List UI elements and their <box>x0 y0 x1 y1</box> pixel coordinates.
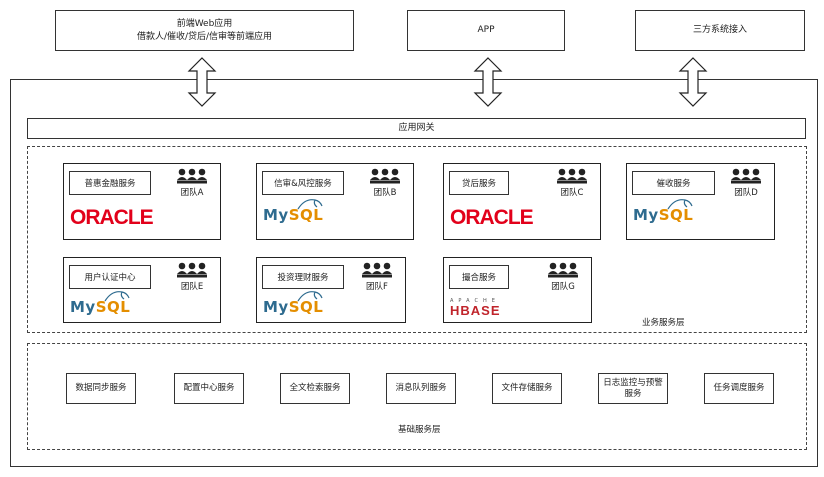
service-name-box: 用户认证中心 <box>69 265 151 289</box>
service-name-box: 普惠金融服务 <box>69 171 151 195</box>
team-label: 团队E <box>180 282 204 292</box>
base-service-box: 配置中心服务 <box>174 373 244 404</box>
service-card: 贷后服务团队C ORACLE <box>443 163 601 240</box>
team-icon <box>177 262 207 278</box>
team-icon <box>177 168 207 184</box>
double-arrow-icon <box>473 57 503 107</box>
service-card: 普惠金融服务团队A ORACLE <box>63 163 221 240</box>
app-box: APP <box>407 10 565 51</box>
team-badge: 团队E <box>172 262 212 292</box>
business-layer <box>27 146 807 333</box>
database-logo-slot: ORACLE <box>70 206 154 230</box>
base-layer-label: 基础服务层 <box>398 425 441 435</box>
team-label: 团队D <box>734 188 758 198</box>
service-name-box: 信审&风控服务 <box>262 171 344 195</box>
base-service-box: 全文检索服务 <box>280 373 350 404</box>
service-name-box: 投资理财服务 <box>262 265 344 289</box>
database-logo-slot: ORACLE <box>450 206 534 230</box>
team-label: 团队C <box>560 188 584 198</box>
mysql-logo: MySQL <box>263 199 323 224</box>
team-label: 团队A <box>180 188 204 198</box>
oracle-logo: ORACLE <box>450 206 534 229</box>
team-label: 团队F <box>366 282 388 292</box>
mysql-logo: MySQL <box>263 291 323 316</box>
business-layer-label: 业务服务层 <box>642 318 685 328</box>
team-badge: 团队C <box>552 168 592 198</box>
mysql-logo: MySQL <box>70 291 130 316</box>
base-layer <box>27 343 807 450</box>
oracle-logo: ORACLE <box>70 206 154 229</box>
frontend-web-subtitle: 借款人/催收/贷后/信审等前端应用 <box>136 31 273 42</box>
service-card: 催收服务团队D MySQL <box>626 163 775 240</box>
team-icon <box>731 168 761 184</box>
database-logo-slot: MySQL <box>263 199 323 224</box>
mysql-logo: MySQL <box>633 199 693 224</box>
third-party-label: 三方系统接入 <box>692 25 747 35</box>
team-badge: 团队B <box>365 168 405 198</box>
gateway-bar: 应用网关 <box>27 118 806 139</box>
database-logo-slot: MySQL <box>263 291 323 316</box>
service-name-box: 贷后服务 <box>449 171 509 195</box>
service-name-box: 催收服务 <box>632 171 715 195</box>
gateway-label: 应用网关 <box>398 123 435 133</box>
database-logo-slot: MySQL <box>70 291 130 316</box>
team-icon <box>362 262 392 278</box>
database-logo-slot: MySQL <box>633 199 693 224</box>
team-badge: 团队A <box>172 168 212 198</box>
outer-frame <box>10 79 818 467</box>
service-card: 投资理财服务团队F MySQL <box>256 257 406 323</box>
double-arrow-icon <box>678 57 708 107</box>
base-service-box: 数据同步服务 <box>66 373 136 404</box>
team-badge: 团队G <box>543 262 583 292</box>
team-label: 团队B <box>373 188 397 198</box>
team-icon <box>370 168 400 184</box>
team-badge: 团队F <box>357 262 397 292</box>
base-service-box: 日志监控与预警服务 <box>598 373 668 404</box>
base-service-box: 消息队列服务 <box>386 373 456 404</box>
service-name-box: 撮合服务 <box>449 265 509 289</box>
app-label: APP <box>477 25 495 35</box>
base-service-box: 文件存储服务 <box>492 373 562 404</box>
third-party-box: 三方系统接入 <box>635 10 805 51</box>
team-icon <box>557 168 587 184</box>
frontend-web-title: 前端Web应用 <box>176 18 233 29</box>
base-service-box: 任务调度服务 <box>704 373 774 404</box>
service-card: 信审&风控服务团队B MySQL <box>256 163 414 240</box>
double-arrow-icon <box>187 57 217 107</box>
team-icon <box>548 262 578 278</box>
service-card: 用户认证中心团队E MySQL <box>63 257 221 323</box>
frontend-web-box: 前端Web应用 借款人/催收/贷后/信审等前端应用 <box>55 10 354 51</box>
team-badge: 团队D <box>726 168 766 198</box>
team-label: 团队G <box>551 282 575 292</box>
